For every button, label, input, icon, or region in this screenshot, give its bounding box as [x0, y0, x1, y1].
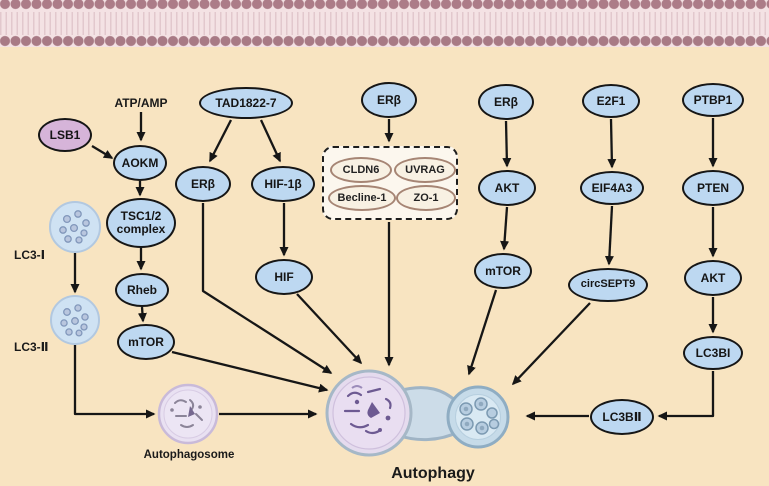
- node-zo-1: ZO-1: [396, 185, 456, 211]
- node-aokm-label: AOKM: [121, 155, 159, 170]
- node-e2f1: E2F1: [582, 84, 640, 118]
- membrane-lipid-tails: [0, 12, 769, 35]
- node-tad1822-7-label: TAD1822-7: [215, 95, 277, 110]
- node-hif-1b: HIF-1β: [251, 166, 315, 202]
- node-zo-1-label: ZO-1: [413, 192, 439, 204]
- node-erb-akt-label: ERβ: [494, 94, 518, 109]
- arrow-tad-to-erb2: [208, 119, 233, 163]
- node-eif4a3: EIF4A3: [580, 171, 644, 205]
- node-mtor-mid-label: mTOR: [485, 263, 521, 278]
- node-aokm: AOKM: [113, 145, 167, 181]
- arrow-rheb-to-mtor: [137, 306, 147, 323]
- arrow-lc3ii-to-autophagosome: [73, 345, 156, 419]
- label-autophagosome: Autophagosome: [143, 449, 235, 461]
- arrow-erb2-to-autophagy: [201, 203, 333, 374]
- arrow-mtor5-to-autophagy: [467, 289, 498, 376]
- node-rheb-label: Rheb: [127, 282, 157, 297]
- arrow-lsb1-to-aokm: [91, 145, 114, 159]
- node-erb-akt-branch: ERβ: [478, 84, 534, 120]
- label-autophagy: Autophagy: [391, 465, 475, 482]
- node-uvrag-label: UVRAG: [405, 164, 445, 176]
- node-lsb1: LSB1: [38, 118, 92, 152]
- node-rheb: Rheb: [115, 273, 169, 307]
- node-erb-complex-label: ERβ: [377, 92, 401, 107]
- node-cldn6: CLDN6: [330, 157, 392, 183]
- node-uvrag: UVRAG: [394, 157, 456, 183]
- autophagosome-graphic: [157, 383, 219, 445]
- arrow-circsept9-to-autophagy: [511, 302, 591, 386]
- node-pten-label: PTEN: [696, 180, 729, 195]
- node-circsept9: circSEPT9: [568, 268, 648, 302]
- node-ptbp1-label: PTBP1: [693, 92, 733, 107]
- node-ptbp1: PTBP1: [682, 83, 744, 117]
- label-atp-amp: ATP/AMP: [114, 96, 168, 110]
- cell-membrane-graphic: [0, 0, 769, 48]
- lc3-i-vesicle-graphic: [49, 201, 101, 253]
- label-lc3-ii: LC3-Ⅱ: [14, 340, 49, 354]
- node-circsept9-label: circSEPT9: [580, 278, 636, 291]
- arrow-e2f1-to-eif4a3: [607, 118, 617, 169]
- node-lc3bi: LC3BI: [683, 336, 743, 370]
- node-erb-tad-branch: ERβ: [175, 166, 231, 202]
- node-eif4a3-label: EIF4A3: [591, 180, 633, 195]
- label-lc3-i: LC3-Ⅰ: [14, 248, 46, 262]
- node-mtor-left: mTOR: [117, 324, 175, 360]
- node-becline-1: Becline-1: [328, 185, 396, 211]
- node-cldn6-label: CLDN6: [342, 164, 380, 176]
- node-akt-right: AKT: [684, 260, 742, 296]
- node-mtor-left-label: mTOR: [128, 334, 164, 349]
- node-akt-mid: AKT: [478, 170, 536, 206]
- node-lc3bi-label: LC3BI: [695, 345, 731, 360]
- node-lsb1-label: LSB1: [49, 127, 81, 142]
- node-becline-1-label: Becline-1: [337, 192, 387, 204]
- arrow-tad-to-hif1b: [259, 119, 282, 163]
- node-hif-1b-label: HIF-1β: [264, 176, 302, 191]
- node-akt-mid-label: AKT: [494, 180, 520, 195]
- node-tad1822-7: TAD1822-7: [199, 87, 293, 119]
- node-pten: PTEN: [682, 170, 744, 206]
- arrow-hif-to-autophagy: [296, 293, 363, 365]
- node-akt-right-label: AKT: [700, 270, 726, 285]
- autophagy-cell-graphic: [325, 369, 510, 457]
- arrow-mtor1-to-autophagy: [171, 350, 329, 393]
- arrow-lc3bi-to-lc3bii: [657, 371, 715, 421]
- node-tsc12-label: TSC1/2 complex: [116, 209, 166, 236]
- arrow-akt4-to-mtor5: [500, 206, 510, 251]
- node-lc3bii: LC3BⅡ: [590, 399, 654, 435]
- node-lc3bii-label: LC3BⅡ: [602, 409, 642, 424]
- node-erb-complex-branch: ERβ: [361, 82, 417, 118]
- complex-dashed-box: CLDN6 UVRAG Becline-1 ZO-1: [322, 146, 458, 220]
- node-hif: HIF: [255, 259, 313, 295]
- node-mtor-mid: mTOR: [474, 253, 532, 289]
- lc3-ii-vesicle-graphic: [50, 295, 100, 345]
- arrow-erb4-to-akt: [502, 120, 512, 168]
- membrane-dot-row-bottom: [0, 34, 769, 48]
- node-e2f1-label: E2F1: [596, 93, 626, 108]
- arrow-eif4a3-to-circsept9: [604, 205, 614, 266]
- membrane-dot-row-top: [0, 0, 769, 11]
- node-hif-label: HIF: [274, 269, 294, 284]
- node-erb-tad-label: ERβ: [191, 176, 215, 191]
- node-tsc12-complex: TSC1/2 complex: [106, 198, 176, 248]
